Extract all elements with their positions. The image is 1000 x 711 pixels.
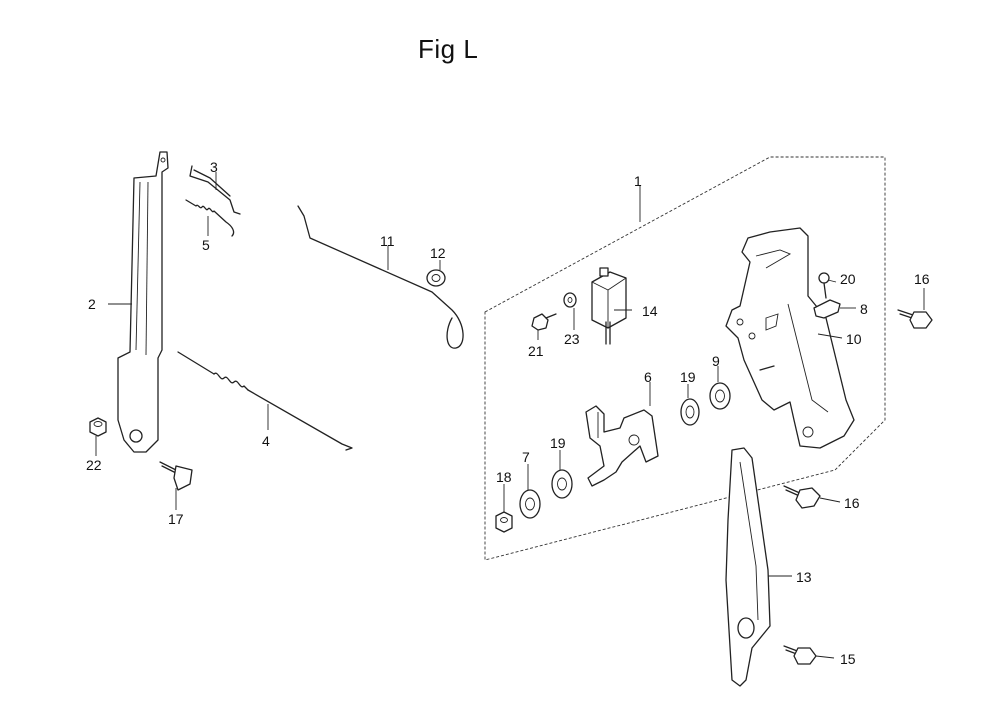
part-9-bushing[interactable] — [709, 382, 731, 410]
callout-19-lower: 19 — [550, 435, 566, 451]
part-3-wire-clip[interactable] — [189, 165, 241, 215]
callout-7: 7 — [522, 449, 530, 465]
part-14-switch[interactable] — [591, 267, 627, 345]
part-10-main-bracket[interactable] — [725, 227, 855, 449]
callout-17: 17 — [168, 511, 184, 527]
callout-labels: 1 2 3 4 5 6 7 8 9 10 11 12 13 14 15 16 1… — [86, 159, 930, 667]
callout-16-upper: 16 — [914, 271, 930, 287]
part-16-bolt-lower[interactable] — [783, 485, 821, 509]
callout-23: 23 — [564, 331, 580, 347]
callout-10: 10 — [846, 331, 862, 347]
part-22-nut[interactable] — [89, 417, 107, 437]
part-19-washer-lower[interactable] — [551, 469, 573, 499]
part-12-nut[interactable] — [426, 269, 446, 287]
callout-20: 20 — [840, 271, 856, 287]
part-11-bent-wire[interactable] — [297, 205, 464, 349]
callout-18: 18 — [496, 469, 512, 485]
callout-13: 13 — [796, 569, 812, 585]
part-6-lever-bracket[interactable] — [585, 405, 659, 487]
part-7-bushing[interactable] — [519, 489, 541, 519]
callout-5: 5 — [202, 237, 210, 253]
part-5-small-spring[interactable] — [185, 199, 235, 237]
part-23-washer[interactable] — [563, 292, 577, 308]
leader-lines — [95, 172, 925, 659]
callout-19-upper: 19 — [680, 369, 696, 385]
part-8-clip[interactable] — [813, 299, 841, 319]
assembly-boundary-1 — [484, 156, 886, 561]
callout-15: 15 — [840, 651, 856, 667]
callout-12: 12 — [430, 245, 446, 261]
callout-8: 8 — [860, 301, 868, 317]
part-2-lever-arm[interactable] — [117, 151, 169, 453]
part-17-bolt[interactable] — [159, 461, 193, 491]
callout-16-lower: 16 — [844, 495, 860, 511]
figure-title: Fig L — [418, 34, 479, 64]
part-4-spring-rod[interactable] — [177, 351, 353, 451]
callout-22: 22 — [86, 457, 102, 473]
part-18-nut[interactable] — [495, 511, 513, 533]
part-15-bolt[interactable] — [783, 645, 817, 665]
callout-2: 2 — [88, 296, 96, 312]
callout-14: 14 — [642, 303, 658, 319]
callout-6: 6 — [644, 369, 652, 385]
callout-11: 11 — [380, 233, 395, 249]
callout-1: 1 — [634, 173, 642, 189]
part-13-lever-plate[interactable] — [725, 447, 771, 687]
callout-3: 3 — [210, 159, 218, 175]
part-19-washer-upper[interactable] — [680, 398, 700, 426]
callout-21: 21 — [528, 343, 544, 359]
part-16-bolt-upper[interactable] — [897, 309, 933, 329]
callout-4: 4 — [262, 433, 270, 449]
part-20-screw[interactable] — [818, 272, 830, 299]
part-21-screw[interactable] — [531, 313, 557, 331]
callout-9: 9 — [712, 353, 720, 369]
